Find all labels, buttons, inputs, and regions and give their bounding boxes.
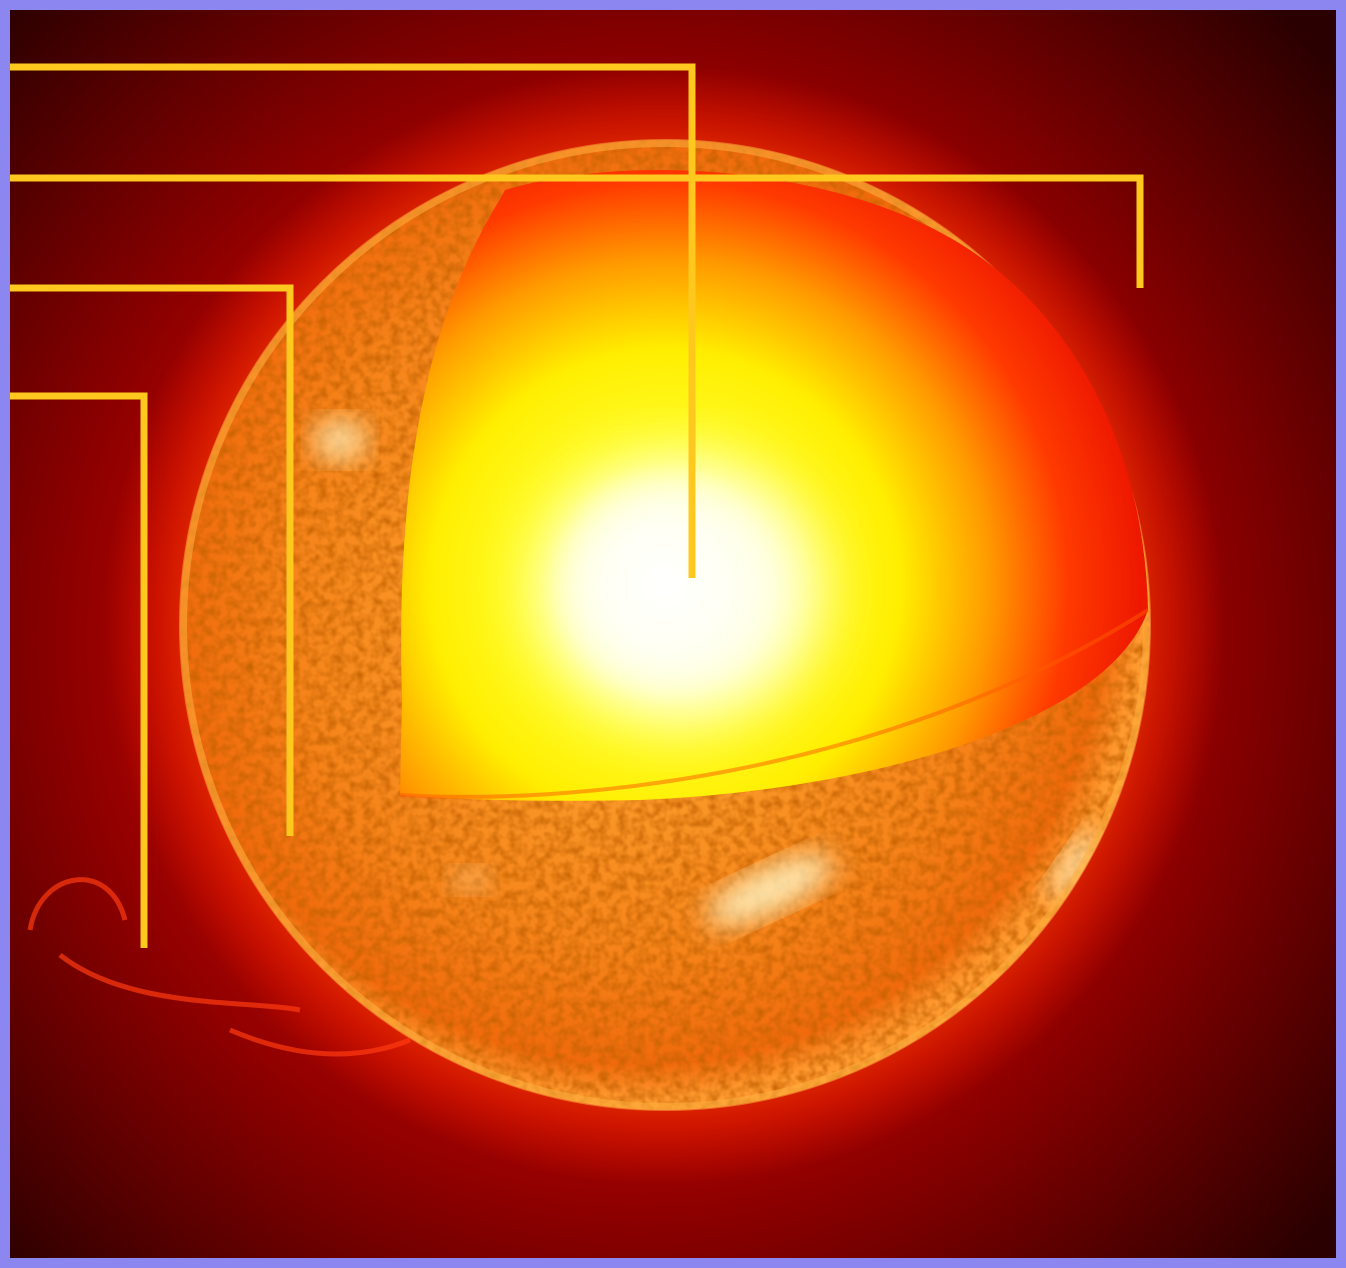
core xyxy=(540,460,820,720)
